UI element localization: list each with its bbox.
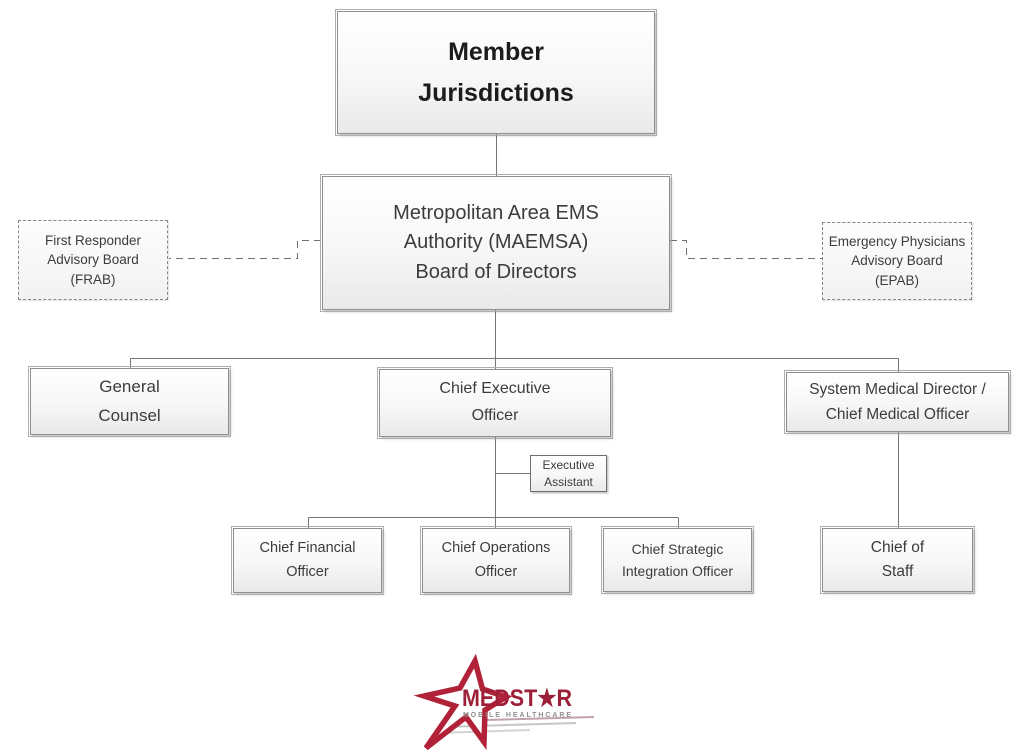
node-cfo-label: Chief Financial Officer [259, 540, 356, 580]
node-member-jurisdictions-label: Member Jurisdictions [418, 38, 574, 107]
medstar-logo: MEDST★R MOBILE HEALTHCARE [408, 648, 638, 752]
node-executive-assistant-label: Executive Assistant [542, 457, 595, 489]
node-coo-label: Chief Operations Officer [441, 540, 551, 580]
node-ceo-label: Chief Executive Officer [439, 380, 551, 424]
node-chief-executive-officer: Chief Executive Officer [377, 367, 613, 439]
node-emergency-physicians-advisory-board: Emergency Physicians Advisory Board (EPA… [822, 222, 972, 300]
node-smd-label: System Medical Director / Chief Medical … [809, 380, 986, 423]
node-board-of-directors: Metropolitan Area EMS Authority (MAEMSA)… [320, 174, 672, 312]
wordmark-suffix: R [556, 685, 572, 712]
node-epab-label: Emergency Physicians Advisory Board (EPA… [828, 233, 966, 288]
node-executive-assistant: Executive Assistant [530, 455, 607, 492]
wordmark-star-icon: ★ [537, 685, 557, 712]
node-chief-of-staff: Chief of Staff [820, 526, 975, 594]
node-first-responder-advisory-board: First Responder Advisory Board (FRAB) [18, 220, 168, 300]
node-system-medical-director: System Medical Director / Chief Medical … [784, 370, 1011, 434]
node-board-of-directors-label: Metropolitan Area EMS Authority (MAEMSA)… [393, 201, 599, 283]
node-chief-financial-officer: Chief Financial Officer [231, 526, 384, 595]
node-chief-strategic-integration-officer: Chief Strategic Integration Officer [601, 526, 754, 594]
wordmark-prefix: MEDST [462, 685, 538, 712]
node-chief-of-staff-label: Chief of Staff [870, 538, 925, 580]
dashed-line-board-to-epab [670, 240, 822, 259]
medstar-star-icon [413, 653, 513, 751]
node-csio-label: Chief Strategic Integration Officer [621, 540, 734, 579]
node-member-jurisdictions: Member Jurisdictions [335, 9, 657, 136]
node-general-counsel-label: General Counsel [98, 376, 161, 425]
node-general-counsel: General Counsel [28, 366, 231, 437]
dashed-line-frab-to-board [169, 240, 321, 259]
medstar-tagline: MOBILE HEALTHCARE [463, 712, 573, 719]
node-frab-label: First Responder Advisory Board (FRAB) [44, 232, 142, 287]
node-chief-operations-officer: Chief Operations Officer [420, 526, 572, 595]
medstar-wordmark: MEDST★R [462, 685, 572, 712]
